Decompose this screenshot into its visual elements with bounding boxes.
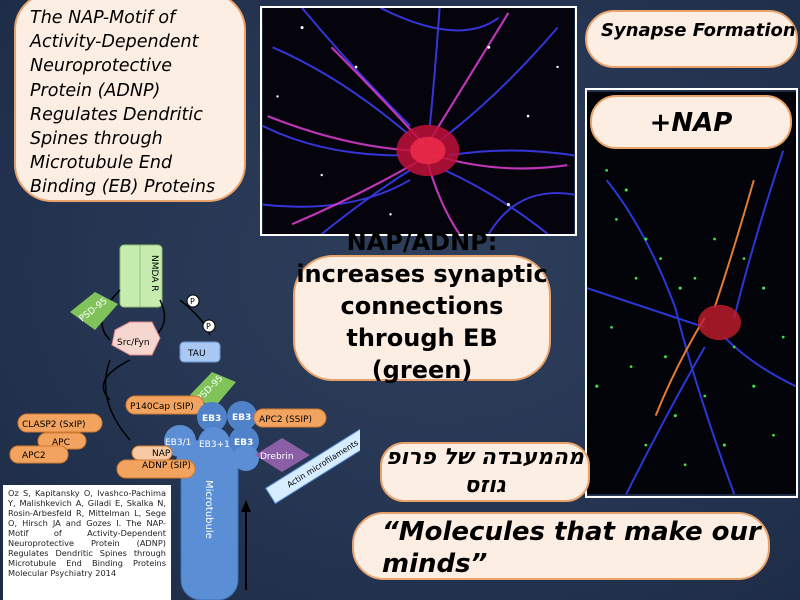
neuron-microscopy-image-top (260, 6, 577, 236)
nmda-receptor (119, 244, 163, 308)
apc-label: APC (52, 438, 70, 448)
synapse-formation-text: Synapse Formation (601, 20, 796, 41)
phospho-p1 (186, 294, 200, 308)
molecules-quote-text: “Molecules that make our minds” (382, 517, 761, 579)
actin-label: Actin microfilaments (285, 438, 360, 489)
neuron-microscopy-image-right (585, 88, 798, 498)
p140cap-label: P140Cap (SIP) (130, 402, 194, 412)
phospho-p2 (202, 319, 216, 333)
eb3-circle-a (197, 402, 227, 432)
svg-text:P: P (206, 322, 211, 331)
tau-box (179, 341, 221, 363)
eb3-circle-b (227, 401, 257, 431)
nap-text: +NAP (649, 108, 733, 138)
reference-citation: Oz S, Kapitansky O, Ivashco-Pachima Y, M… (3, 485, 171, 600)
reference-text: Oz S, Kapitansky O, Ivashco-Pachima Y, M… (8, 488, 166, 578)
drebrin-shape (255, 438, 310, 472)
src-fyn-label: Src/Fyn (117, 338, 150, 348)
svg-text:EB3: EB3 (232, 413, 251, 423)
synapse-formation-bubble: Synapse Formation (585, 10, 798, 68)
microtubule-label: Microtubule (203, 480, 214, 539)
apc2-ssip-box (253, 408, 327, 428)
hebrew-lab-text: מהמעבדה של פרופ גוזס (386, 445, 584, 498)
hebrew-lab-bubble: מהמעבדה של פרופ גוזס (380, 442, 590, 502)
molecular-pathway-diagram: Microtubule NMDA R PSD-95 P P Src/Fyn TA… (9, 244, 360, 600)
apc2-box (9, 445, 69, 464)
actin-microfilaments (265, 418, 360, 505)
clasp2-box (17, 413, 103, 433)
svg-text:EB3: EB3 (202, 414, 221, 424)
svg-text:EB3/1: EB3/1 (165, 438, 191, 448)
molecules-quote-bubble: “Molecules that make our minds” (352, 512, 770, 580)
main-claim-text: NAP/ADNP: increases synaptic connections… (296, 228, 548, 384)
drebrin-label: Drebrin (260, 452, 294, 462)
src-fyn-shape (111, 321, 161, 356)
apc2-ssip-label: APC2 (SSIP) (259, 415, 312, 425)
svg-text:P: P (190, 297, 195, 306)
svg-text:EB3+1: EB3+1 (199, 440, 230, 450)
nap-bubble: +NAP (590, 95, 792, 149)
tau-label: TAU (187, 349, 206, 359)
adnp-box (116, 459, 196, 479)
main-claim-bubble: NAP/ADNP: increases synaptic connections… (293, 228, 551, 384)
nmda-label: NMDA R (149, 255, 159, 292)
title-text: The NAP-Motif of Activity-Dependent Neur… (30, 8, 216, 198)
psd95-shape-top (70, 292, 118, 330)
clasp2-label: CLASP2 (SxIP) (22, 420, 86, 430)
nap-label: NAP (152, 449, 171, 459)
adnp-label: ADNP (SIP) (142, 461, 191, 471)
title-bubble: The NAP-Motif of Activity-Dependent Neur… (14, 0, 246, 202)
svg-text:EB3: EB3 (234, 438, 253, 448)
apc2-label: APC2 (22, 451, 46, 461)
